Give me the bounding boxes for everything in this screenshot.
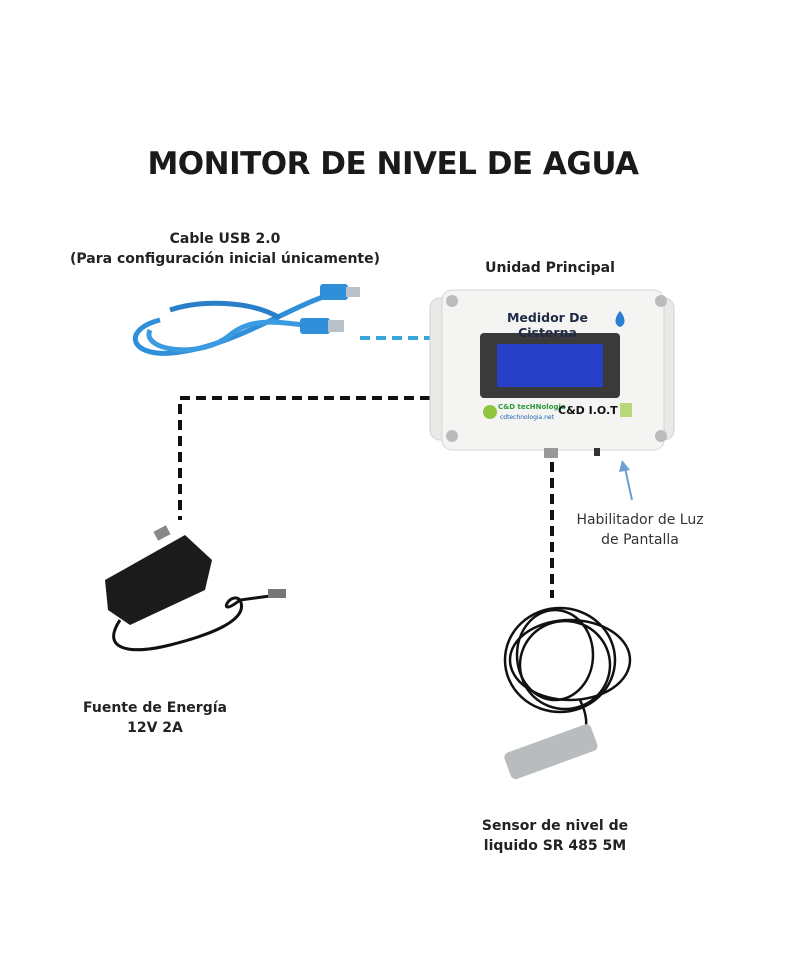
sensor-label: Sensor de nivel de liquido SR 485 5M <box>465 816 645 856</box>
backlight-label-line2: de Pantalla <box>601 532 679 548</box>
usb-cable-label: Cable USB 2.0 (Para configuración inicia… <box>40 229 410 269</box>
arrow-icon <box>619 460 633 501</box>
device-logo-url: cdtechnologia.net <box>500 414 554 421</box>
sensor-label-line2: liquido SR 485 5M <box>483 838 627 854</box>
usb-cable-image <box>132 284 360 356</box>
main-unit-label: Unidad Principal <box>485 260 615 276</box>
sensor-probe <box>504 724 598 780</box>
power-supply-image <box>105 525 286 652</box>
power-supply-label-line1: Fuente de Energía <box>83 700 227 716</box>
backlight-label: Habilitador de Luz de Pantalla <box>560 510 720 550</box>
backlight-label-line1: Habilitador de Luz <box>576 512 704 528</box>
usb-cable-label-line1: Cable USB 2.0 <box>169 231 281 247</box>
main-unit-image <box>429 289 675 458</box>
power-connection-line <box>178 396 430 520</box>
device-brand-text: Medidor De Cisterna <box>506 310 589 340</box>
device-logo-iot: C&D I.O.T <box>558 404 618 417</box>
usb-cable-label-line2: (Para configuración inicial únicamente) <box>69 251 380 267</box>
power-supply-label: Fuente de Energía 12V 2A <box>75 698 235 738</box>
device-logo-company: C&D tecHNologia <box>498 403 566 411</box>
diagram-title: MONITOR DE NIVEL DE AGUA <box>147 146 639 182</box>
sensor-label-line1: Sensor de nivel de <box>481 818 629 834</box>
power-supply-label-line2: 12V 2A <box>127 720 183 736</box>
sensor-image <box>503 606 632 741</box>
